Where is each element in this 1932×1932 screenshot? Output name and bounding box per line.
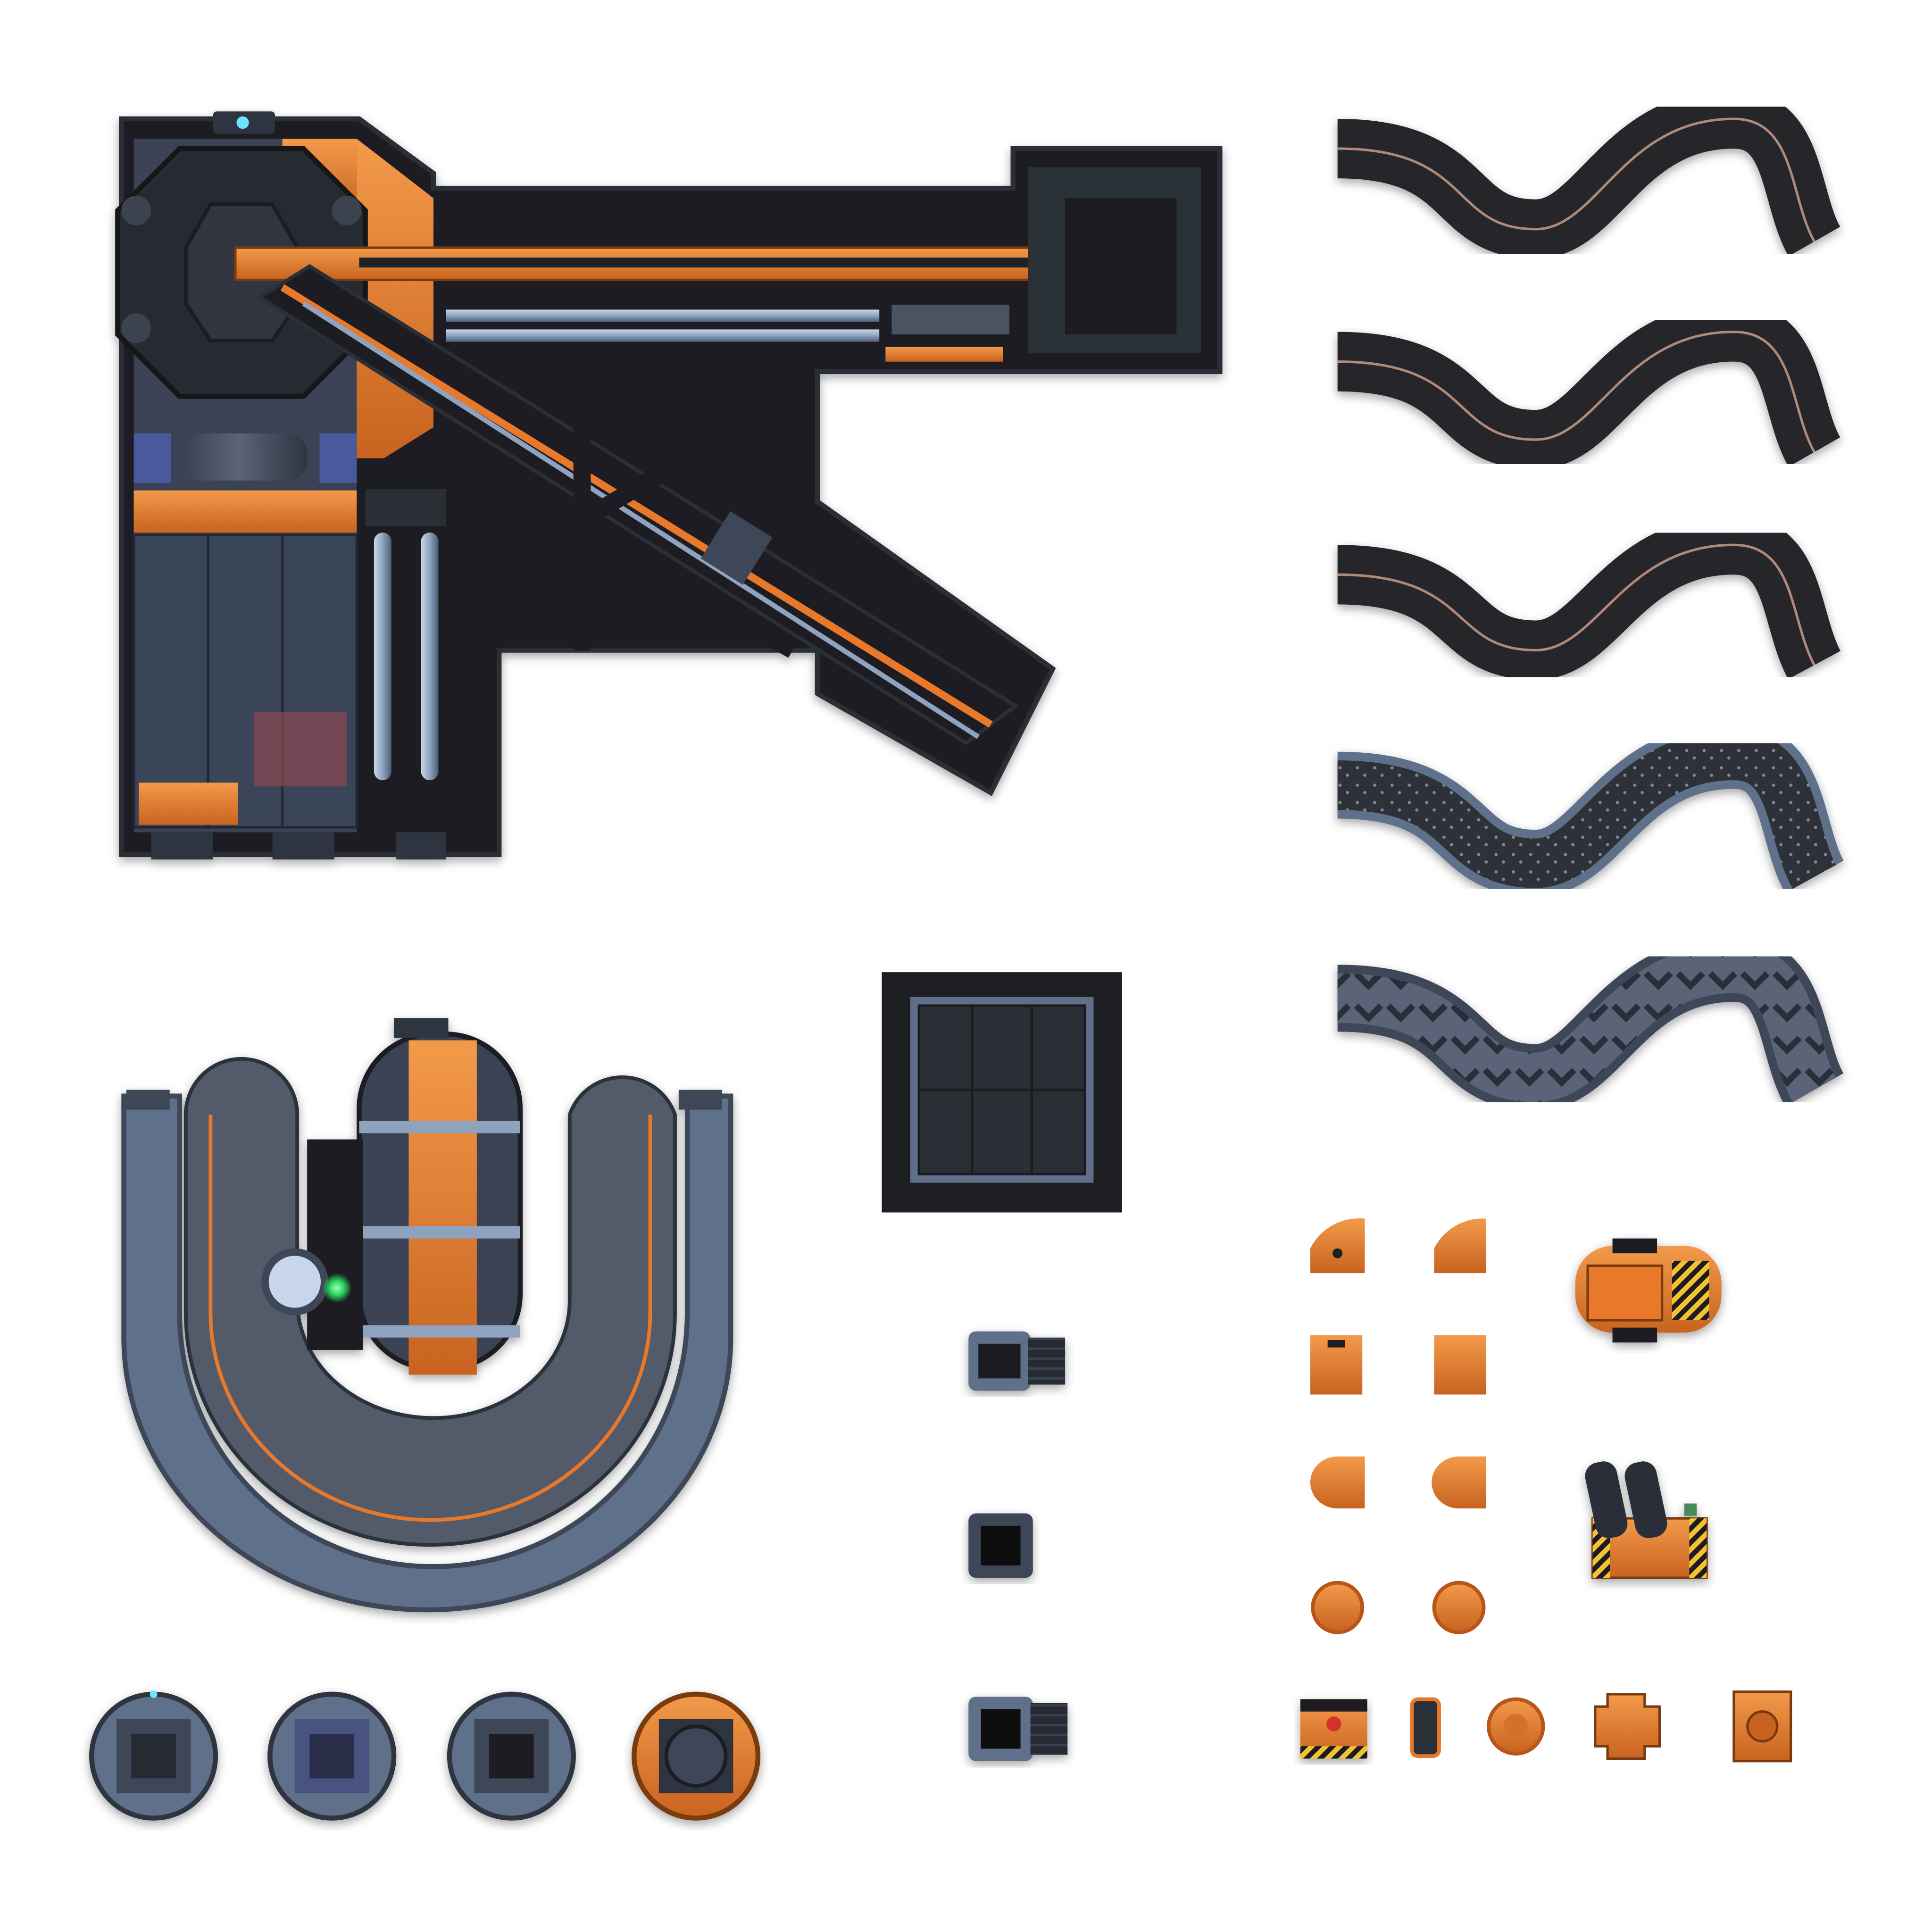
pipe-horizontal [446,329,880,342]
orange-crate-row [133,490,357,533]
fittings-row [1300,1690,1792,1763]
hub-bolt [332,195,362,225]
pipe-flange-icon [1311,1581,1365,1634]
pump-machine-sprite [1575,1238,1722,1343]
red-panel [254,712,347,787]
valve-box-icon [1300,1699,1367,1759]
hub-bolt [121,313,151,343]
inline-flange-icon [1732,1690,1792,1763]
orange-panel [885,347,1003,362]
bottom-connector [151,832,213,860]
pipe-cap-icon [1310,1456,1365,1509]
orange-crate [139,783,238,825]
top-vent [393,1018,449,1038]
hatch-block-sprite [968,1513,1033,1578]
blue-panel [133,433,171,483]
outer-u-rim [121,1093,733,1613]
conveyor-belt-curve-studded [1337,722,1844,897]
u-shaped-reactor-sprite [121,1018,733,1613]
bottom-connector [272,832,334,860]
coupling-icon [1410,1697,1441,1758]
status-light [322,1273,352,1303]
conveyor-belt-column [1337,89,1844,1111]
core-ring [359,1121,520,1133]
pipe-elbow-icon [1310,1218,1365,1274]
cross-junction-icon [1594,1693,1661,1760]
u-tube-highlight [208,1115,652,1522]
control-panel [891,304,1009,334]
end-housing-inner [1065,198,1177,334]
hatch-conveyor-sprite [968,1697,1068,1761]
vertical-pipe [374,533,391,781]
pipe-horizontal [446,309,880,322]
landing-pad-row [89,1690,761,1821]
teal-light [236,116,249,129]
arm-rail [359,258,1165,268]
side-unit [307,1139,363,1350]
conveyor-belt-curve-2 [1337,302,1841,470]
pipe-flange-plain-icon [1432,1581,1486,1634]
core-orange-frame [408,1040,477,1375]
conveyor-cap-sprite [968,1331,1066,1391]
hub-bolt [121,195,151,225]
bottom-connector [396,832,446,860]
u-tube [183,1057,677,1547]
support-truss [573,389,797,658]
landing-pad-steel-2 [267,1691,397,1821]
gauge-dial [261,1248,328,1316]
pipe-elbow-plain-icon [1434,1218,1486,1274]
landing-pad-steel-3 [447,1691,576,1821]
pipe-straight-plain-icon [1434,1335,1486,1395]
core-ring [359,1325,520,1338]
landing-pad-steel-1 [89,1690,218,1821]
tank-cylinder [183,433,308,481]
pipe-cap-plain-icon [1432,1456,1486,1509]
pipe-rack [365,489,446,526]
square-platform-sprite [882,972,1122,1213]
corner-bracket [678,1090,722,1110]
twin-cannon-machine-sprite [1585,1461,1708,1579]
landing-pad-orange [632,1691,761,1821]
vertical-pipe [421,533,439,781]
conveyor-belt-curve-chevron [1337,935,1844,1111]
diagonal-arm [256,264,1019,746]
blue-panel [319,433,357,483]
corner-bracket [126,1090,170,1110]
mining-refinery-sprite [115,111,1223,860]
round-flange-icon [1487,1697,1545,1756]
pipe-piece-grid [1310,1218,1486,1634]
core-ring [359,1226,520,1239]
conveyor-belt-curve-1 [1337,89,1841,259]
conveyor-belt-curve-3 [1337,515,1841,680]
